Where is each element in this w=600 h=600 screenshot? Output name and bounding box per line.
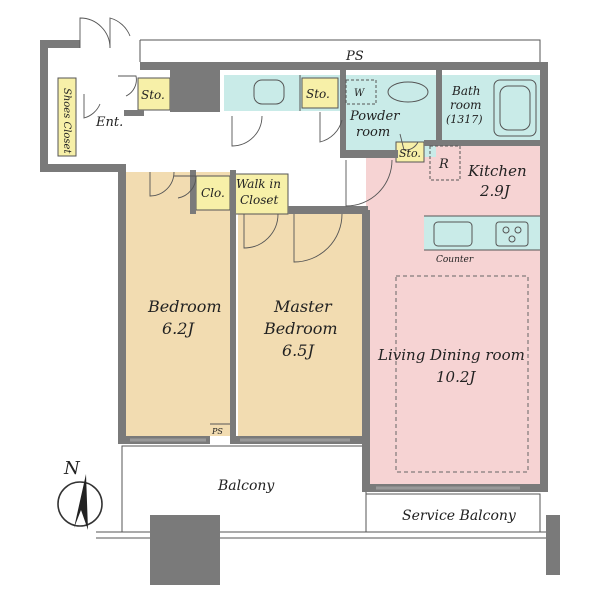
refrigerator-icon	[429, 145, 461, 181]
counter-fill	[424, 216, 540, 250]
ldk-fill	[366, 144, 540, 484]
walkin-closet-label-1: Walk in	[236, 177, 281, 191]
ps-outline	[139, 39, 541, 62]
refrigerator-label: R	[438, 157, 449, 172]
bathtub-inner-icon	[499, 85, 531, 131]
burner-icon	[502, 226, 510, 234]
entrance-label: Ent.	[95, 115, 123, 130]
walkin-closet-label-2: Closet	[240, 193, 279, 207]
storage-hall-fill	[301, 77, 339, 109]
master-bedroom-size: 6.5J	[282, 341, 315, 360]
ps-small-label: PS	[211, 427, 223, 436]
storage-hall-label: Sto.	[306, 87, 330, 101]
bath-room-label-1: Bath	[451, 84, 481, 98]
master-bedroom-label-2: Bedroom	[263, 319, 338, 338]
balcony-label: Balcony	[217, 478, 275, 494]
burner-icon	[508, 235, 516, 243]
service-balcony-label: Service Balcony	[402, 508, 517, 524]
sink-icon	[433, 221, 473, 247]
shoes-closet-label: Shoes Closet	[61, 88, 72, 154]
kitchen-label: Kitchen	[467, 162, 527, 180]
storage-kitchen-label: Sto.	[399, 147, 421, 160]
kitchen-size: 2.9J	[479, 182, 511, 200]
storage-entry-label: Sto.	[141, 88, 165, 102]
washer-icon	[345, 79, 377, 105]
doors	[79, 17, 419, 263]
north-arrow-icon	[74, 474, 88, 530]
bedroom-fill	[126, 172, 234, 436]
washer-label: W	[354, 88, 365, 99]
master-bedroom-label-1: Master	[273, 297, 333, 316]
compass-ring	[57, 481, 103, 527]
ldk-size: 10.2J	[436, 368, 476, 386]
bath-room-label-2: room	[450, 98, 482, 112]
master-bedroom-fill	[238, 214, 366, 436]
closet-label: Clo.	[201, 186, 225, 200]
shoes-closet-fill	[57, 77, 77, 157]
toilet-icon	[253, 79, 285, 105]
bedroom-size: 6.2J	[162, 319, 195, 338]
ps-top-label: PS	[345, 49, 364, 64]
walkin-closet-fill	[231, 173, 289, 215]
ldk-rug-outline	[395, 275, 529, 473]
powder-room-label-2: room	[356, 125, 390, 140]
bath-room-size: (1317)	[446, 113, 483, 126]
stove-icon	[495, 221, 529, 247]
bedroom-label: Bedroom	[147, 297, 222, 316]
bathtub-icon	[493, 79, 537, 137]
counter-label: Counter	[436, 255, 474, 265]
washbasin-icon	[387, 81, 429, 103]
closet-fill	[195, 175, 231, 211]
compass-north-label: N	[63, 458, 81, 479]
ldk-label: Living Dining room	[377, 346, 525, 364]
compass: N	[57, 458, 103, 530]
burner-icon	[514, 226, 522, 234]
powder-room-label-1: Powder	[349, 109, 400, 124]
